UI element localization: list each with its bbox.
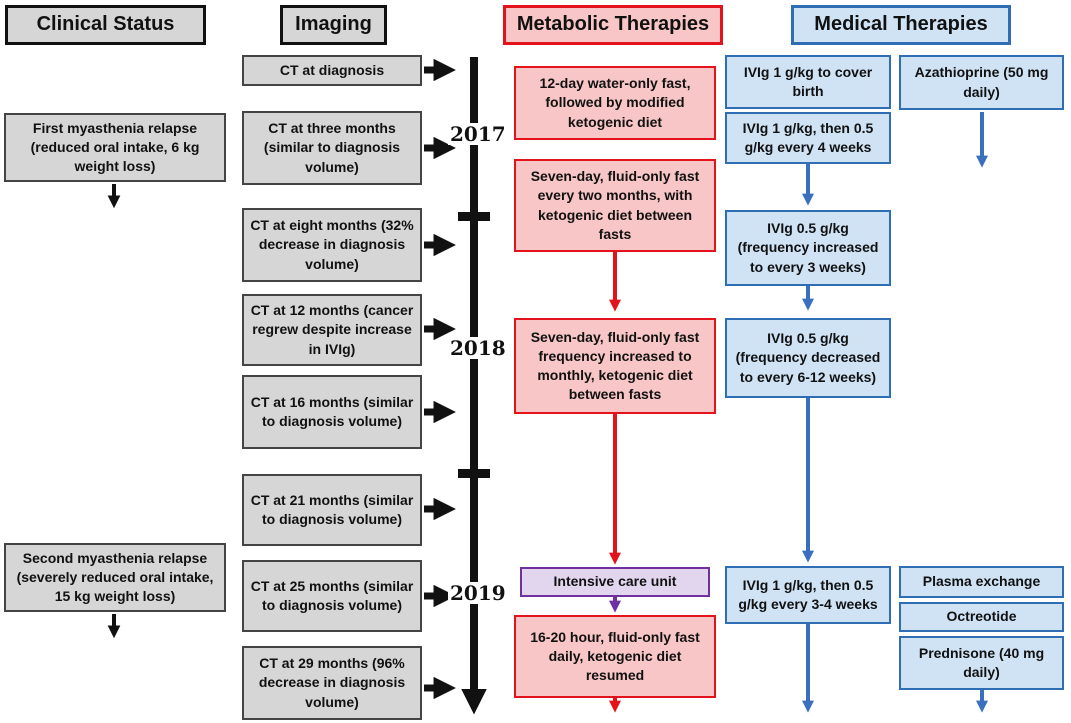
metabolic-therapy: Seven-day, fluid-only fast frequency inc… (514, 318, 716, 414)
imaging-event: CT at 21 months (similar to diagnosis vo… (242, 474, 422, 546)
medical-therapy: IVIg 1 g/kg, then 0.5 g/kg every 4 weeks (725, 112, 891, 164)
imaging-event: CT at 25 months (similar to diagnosis vo… (242, 560, 422, 632)
header-metabolic-therapies: Metabolic Therapies (503, 5, 723, 45)
clinical-event: Second myasthenia relapse (severely redu… (4, 543, 226, 612)
imaging-event: CT at three months (similar to diagnosis… (242, 111, 422, 185)
imaging-event: CT at 29 months (96% decrease in diagnos… (242, 646, 422, 720)
header-medical-therapies: Medical Therapies (791, 5, 1011, 45)
medical-therapy-plasma-exchange: Plasma exchange (899, 566, 1064, 598)
header-imaging: Imaging (280, 5, 387, 45)
imaging-event: CT at 16 months (similar to diagnosis vo… (242, 375, 422, 449)
metabolic-therapy: Seven-day, fluid-only fast every two mon… (514, 159, 716, 252)
medical-therapy-azathioprine: Azathioprine (50 mg daily) (899, 55, 1064, 110)
imaging-event: CT at diagnosis (242, 55, 422, 86)
clinical-event: First myasthenia relapse (reduced oral i… (4, 113, 226, 182)
year-label: 2019 (448, 581, 508, 605)
icu-event: Intensive care unit (520, 567, 710, 597)
medical-therapy-octreotide: Octreotide (899, 602, 1064, 632)
timeline-tick (458, 469, 490, 478)
metabolic-therapy: 12-day water-only fast, followed by modi… (514, 66, 716, 140)
medical-therapy: IVIg 0.5 g/kg (frequency decreased to ev… (725, 318, 891, 398)
medical-therapy-prednisone: Prednisone (40 mg daily) (899, 636, 1064, 690)
header-clinical-status: Clinical Status (5, 5, 206, 45)
imaging-event: CT at eight months (32% decrease in diag… (242, 208, 422, 282)
medical-therapy: IVIg 1 g/kg, then 0.5 g/kg every 3-4 wee… (725, 566, 891, 624)
metabolic-therapy: 16-20 hour, fluid-only fast daily, ketog… (514, 615, 716, 698)
imaging-event: CT at 12 months (cancer regrew despite i… (242, 294, 422, 366)
medical-therapy: IVIg 1 g/kg to cover birth (725, 55, 891, 109)
year-label: 2018 (448, 336, 508, 360)
medical-therapy: IVIg 0.5 g/kg (frequency increased to ev… (725, 210, 891, 286)
timeline-tick (458, 212, 490, 221)
year-label: 2017 (448, 122, 508, 146)
